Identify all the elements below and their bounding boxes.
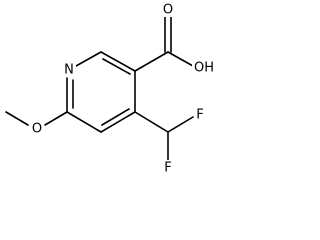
nitrogen-label: N (64, 63, 74, 78)
bond-c4-chf2 (134, 111, 169, 133)
bond-n-c2 (75, 51, 102, 67)
bond-c4-c5 (100, 111, 136, 133)
carbonyl-oxygen-label: O (163, 3, 173, 18)
fluorine-bottom-label: F (164, 161, 171, 176)
bond-c2-c3 (100, 51, 136, 72)
bond-o-methyl (5, 111, 29, 126)
methoxy-oxygen-label: O (32, 122, 42, 137)
bond-chf2-f-top (167, 116, 194, 133)
chemical-structure: N OH O O F F (5, 2, 216, 176)
bond-c3-carboxyl (134, 51, 169, 72)
hydroxyl-label: OH (194, 61, 214, 76)
bond-c5-c6 (66, 111, 102, 133)
fluorine-top-label: F (196, 108, 203, 123)
bond-c4-c5-inner (101, 108, 130, 126)
bond-c2-c3-inner (102, 58, 131, 75)
bond-c6-o (44, 111, 68, 126)
bond-carboxyl-oh (167, 51, 194, 67)
